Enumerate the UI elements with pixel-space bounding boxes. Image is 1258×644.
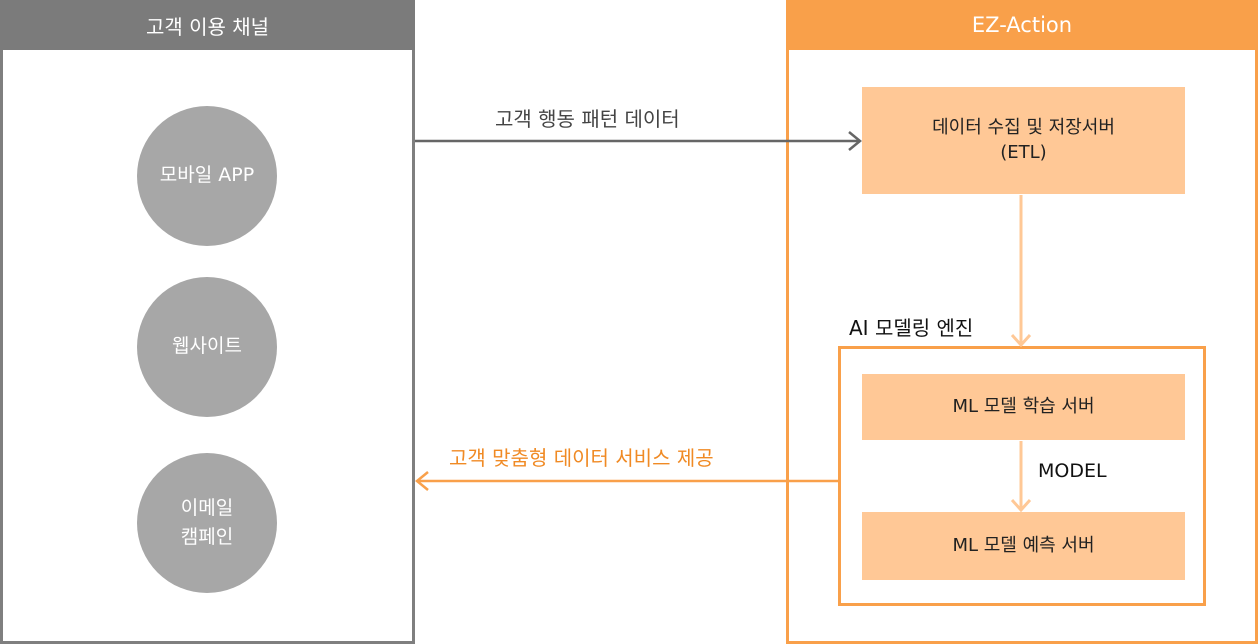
model-label: MODEL — [1038, 460, 1107, 482]
channel-website-label: 웹사이트 — [172, 335, 242, 358]
inbound-arrow-head — [848, 131, 862, 151]
ml-train-server-label: ML 모델 학습 서버 — [952, 395, 1095, 417]
channels-panel — [0, 50, 415, 644]
ez-action-header: EZ-Action — [786, 0, 1258, 50]
ml-predict-server-box: ML 모델 예측 서버 — [862, 512, 1185, 580]
outbound-arrow-head — [415, 471, 429, 491]
etl-collector-label: 데이터 수집 및 저장서버 (ETL) — [932, 117, 1115, 163]
etl-collector-box: 데이터 수집 및 저장서버 (ETL) — [862, 87, 1185, 194]
channel-email-campaign-label: 이메일 캠페인 — [180, 496, 234, 548]
ai-engine-title: AI 모델링 엔진 — [849, 316, 974, 340]
channel-mobile-app: 모바일 APP — [137, 106, 277, 246]
channels-header-label: 고객 이용 채널 — [145, 14, 270, 39]
channels-header: 고객 이용 채널 — [0, 0, 415, 50]
channel-mobile-app-label: 모바일 APP — [159, 164, 255, 187]
ai-modeling-engine-box — [838, 346, 1206, 606]
ez-action-header-label: EZ-Action — [971, 13, 1073, 37]
outbound-flow-label: 고객 맞춤형 데이터 서비스 제공 — [449, 446, 714, 470]
channel-email-campaign: 이메일 캠페인 — [137, 453, 277, 593]
ml-train-server-box: ML 모델 학습 서버 — [862, 374, 1185, 440]
inbound-flow-label: 고객 행동 패턴 데이터 — [495, 107, 680, 131]
channel-website: 웹사이트 — [137, 277, 277, 417]
model-arrow-head — [1010, 498, 1032, 513]
ml-predict-server-label: ML 모델 예측 서버 — [952, 534, 1095, 556]
collector-to-engine-head — [1010, 333, 1032, 348]
ez-action-panel — [786, 50, 1258, 644]
